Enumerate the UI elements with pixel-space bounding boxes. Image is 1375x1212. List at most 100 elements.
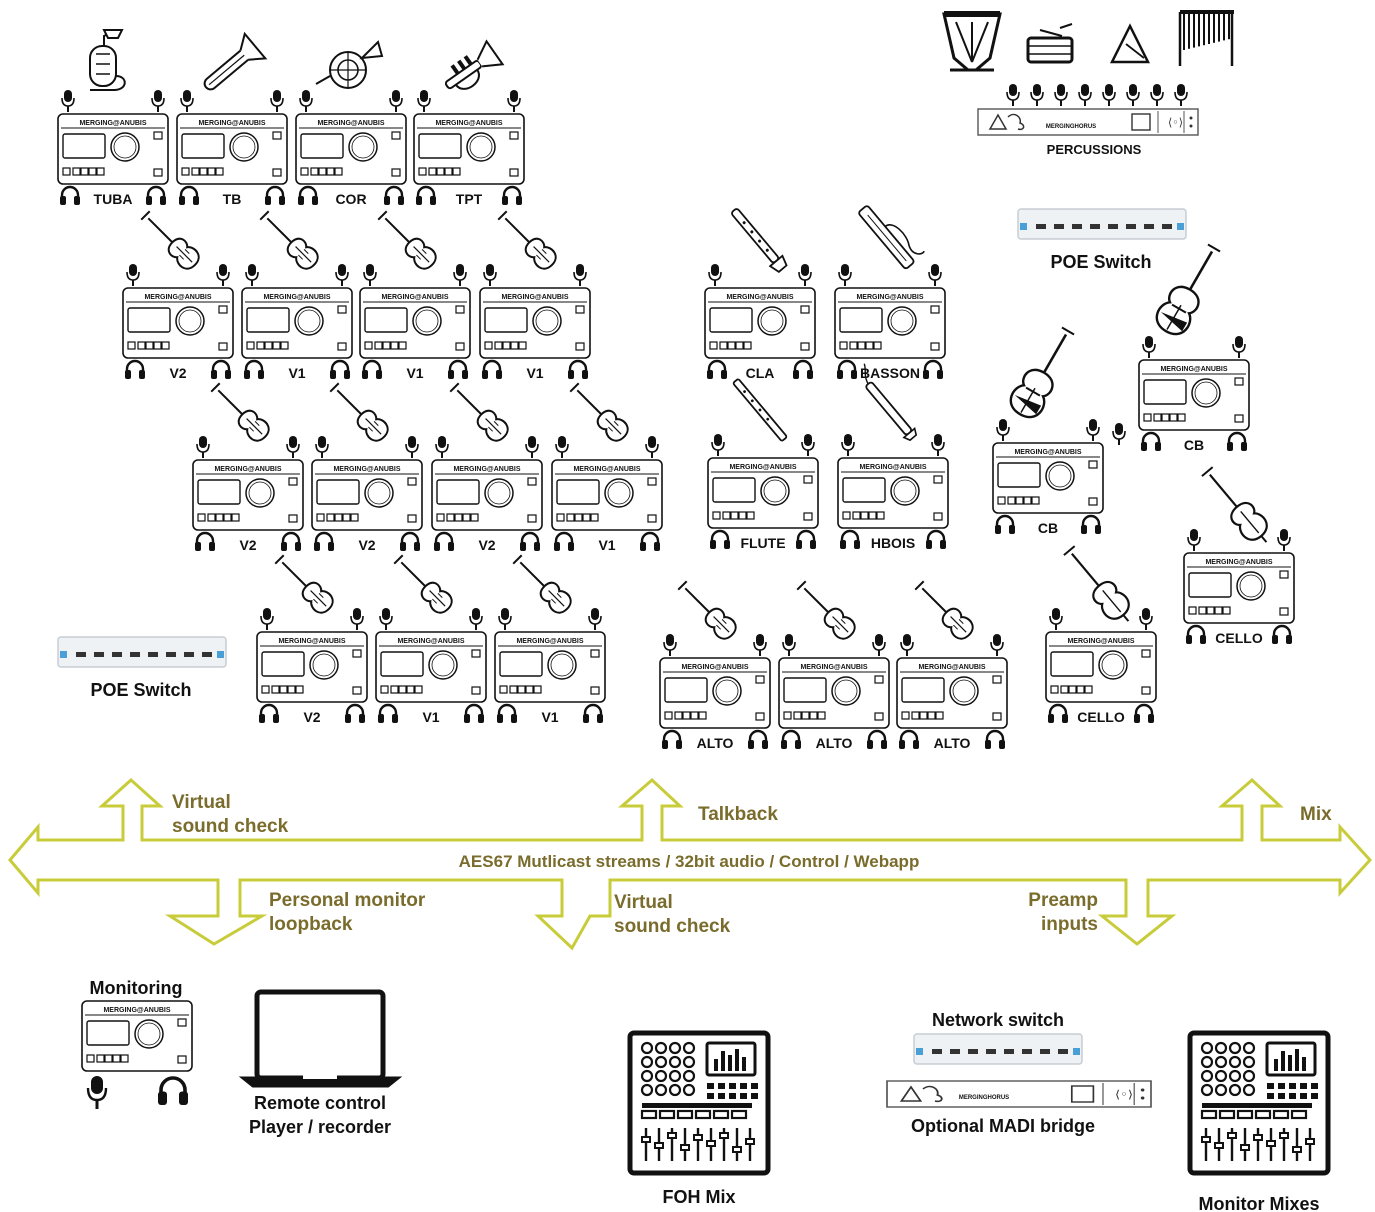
headphones-icon [382, 185, 406, 207]
unit-brand: MERGING@ANUBIS [1160, 366, 1227, 373]
headphones-icon [838, 529, 862, 551]
devices: MERGING@ANUBISTUBAMERGING@ANUBISTBMERGIN… [57, 10, 1328, 1212]
microphone-icon [711, 433, 725, 457]
unit-brand: MERGING@ANUBIS [859, 464, 926, 471]
microphone-icon [1187, 528, 1201, 552]
microphone-icon [990, 633, 1004, 657]
unit-brand: MERGING@ANUBIS [800, 664, 867, 671]
microphone-icon [1030, 83, 1044, 107]
triangle-icon [1128, 10, 1129, 11]
clarinet-icon [726, 204, 790, 275]
microphone-icon [61, 89, 75, 113]
microphone-icon [782, 633, 796, 657]
violin-icon [493, 206, 561, 274]
microphone-icon [389, 89, 403, 113]
microphone-icon [1078, 83, 1092, 107]
trumpet-icon [438, 40, 504, 99]
violin-icon [508, 550, 576, 618]
violin-icon [565, 378, 633, 446]
headphones-icon [123, 359, 147, 381]
microphone-icon [435, 435, 449, 459]
microphone-icon [1006, 83, 1020, 107]
poe-switch-icon [57, 636, 227, 668]
headphones-icon [242, 359, 266, 381]
microphone-icon [453, 263, 467, 287]
microphone-icon [1054, 83, 1068, 107]
microphone-icon [1174, 83, 1188, 107]
musician-station-r3d: MERGING@ANUBIS V1 [551, 378, 663, 553]
headphones-icon [500, 185, 524, 207]
unit-brand: MERGING@ANUBIS [103, 1007, 170, 1014]
unit-brand: MERGING@ANUBIS [516, 638, 583, 645]
microphone-icon [928, 263, 942, 287]
monitor-mixes-label: Monitor Mixes [1198, 1194, 1319, 1212]
poe-switch-label: POE Switch [90, 680, 191, 700]
microphone-icon [469, 607, 483, 631]
headphones-icon [779, 729, 803, 751]
unit-brand: MERGING@ANUBIS [501, 294, 568, 301]
headphones-icon [660, 729, 684, 751]
network-bus: AES67 Mutlicast streams / 32bit audio / … [8, 777, 1373, 951]
microphone-icon [1277, 528, 1291, 552]
station-label: V1 [598, 537, 615, 553]
headphones-icon [144, 185, 168, 207]
unit-brand: MERGING@ANUBIS [453, 466, 520, 473]
microphone-icon [286, 435, 300, 459]
microphone-icon [801, 433, 815, 457]
headphones-icon [263, 185, 287, 207]
headphones-icon [398, 531, 422, 553]
microphone-icon [483, 263, 497, 287]
madi-bridge-icon [886, 1080, 1152, 1108]
station-label: V2 [169, 365, 186, 381]
headphones-icon [993, 514, 1017, 536]
violin-icon [325, 378, 393, 446]
station-label: V1 [406, 365, 423, 381]
station-label: V1 [422, 709, 439, 725]
monitoring-label: Monitoring [90, 978, 183, 998]
microphone-icon [931, 433, 945, 457]
headphones-icon [257, 703, 281, 725]
violin-icon [373, 206, 441, 274]
headphones-icon [518, 531, 542, 553]
headphones-icon [328, 359, 352, 381]
madi-model-text: MERGINGHORUS [959, 1095, 1009, 1101]
musician-station-r2a: MERGING@ANUBIS V2 [122, 206, 234, 381]
foh-mix-label: FOH Mix [662, 1187, 735, 1207]
station-label: COR [335, 191, 366, 207]
poe-switch-icon [1017, 208, 1187, 240]
station-label: CLA [746, 365, 775, 381]
headphones-icon [1270, 624, 1294, 646]
violin-icon [206, 378, 274, 446]
microphone-icon [645, 435, 659, 459]
mixing-console-icon [1190, 1033, 1328, 1173]
unit-brand: MERGING@ANUBIS [918, 664, 985, 671]
headphones-icon [1184, 624, 1208, 646]
microphone-icon [753, 633, 767, 657]
timpani-icon [944, 10, 945, 11]
microphone-icon [405, 435, 419, 459]
headphones-icon [983, 729, 1007, 751]
headphones-icon [552, 531, 576, 553]
headphones-icon [296, 185, 320, 207]
unit-brand: MERGING@ANUBIS [573, 466, 640, 473]
station-label: V1 [541, 709, 558, 725]
poe-switch-label: POE Switch [1050, 252, 1151, 272]
headphones-icon [360, 359, 384, 381]
unit-brand: MERGING@ANUBIS [333, 466, 400, 473]
unit-brand: MERGING@ANUBIS [144, 294, 211, 301]
headphones-icon [794, 529, 818, 551]
headphones-icon [708, 529, 732, 551]
microphone-icon [260, 607, 274, 631]
station-label: V2 [358, 537, 375, 553]
station-label: TPT [456, 191, 483, 207]
headphones-icon [432, 531, 456, 553]
talkback-label: Talkback [698, 804, 778, 825]
microphone-icon [1150, 83, 1164, 107]
